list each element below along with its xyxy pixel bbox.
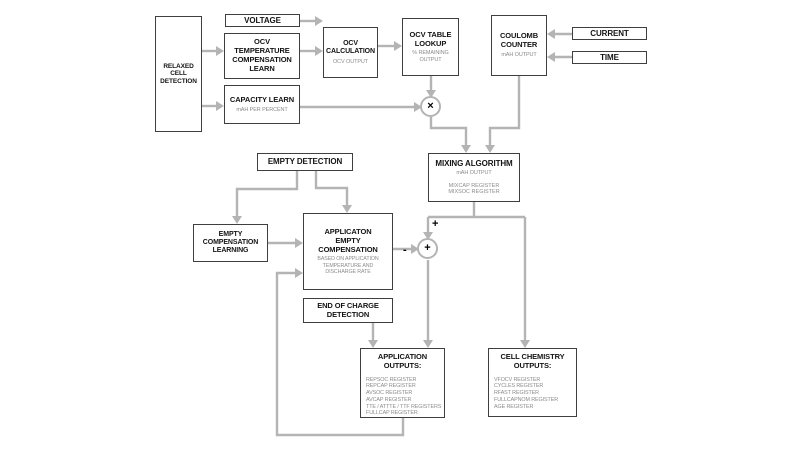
ocv-table-lookup-sublabel: % REMAINING OUTPUT (412, 50, 449, 63)
register-item: AVSOC REGISTER (366, 390, 413, 397)
cell-chemistry-outputs-box: CELL CHEMISTRY OUTPUTS: VFOCV REGISTER C… (488, 348, 577, 417)
coulomb-counter-label: COULOMB COUNTER (499, 31, 539, 50)
application-empty-compensation-sublabel: BASED ON APPLICATION TEMPERATURE AND DIS… (317, 256, 379, 275)
mixing-algorithm-label: MIXING ALGORITHM (435, 159, 513, 169)
cell-chemistry-outputs-label: CELL CHEMISTRY OUTPUTS: (500, 352, 565, 370)
register-item: CYCLES REGISTER (494, 383, 544, 390)
empty-detection-box: EMPTY DETECTION (257, 153, 353, 171)
summation-icon: + (417, 238, 438, 259)
ocv-calculation-sublabel: OCV OUTPUT (332, 58, 369, 65)
empty-compensation-learning-box: EMPTY COMPENSATION LEARNING (193, 224, 268, 262)
ocv-calculation-label: OCV CALCULATION (326, 40, 375, 56)
voltage-box: VOLTAGE (225, 14, 300, 27)
register-item: VFOCV REGISTER (494, 376, 541, 383)
capacity-learn-label: CAPACITY LEARN (229, 94, 295, 104)
register-item: FULLCAPNOM REGISTER (494, 396, 558, 403)
time-box: TIME (572, 51, 647, 64)
application-empty-compensation-label: APPLICATON EMPTY COMPENSATION (318, 226, 378, 254)
time-label: TIME (600, 52, 619, 62)
empty-compensation-learning-label: EMPTY COMPENSATION LEARNING (202, 230, 259, 255)
end-of-charge-detection-box: END OF CHARGE DETECTION (303, 298, 393, 323)
relaxed-cell-detection-box: RELAXED CELL DETECTION (155, 16, 202, 132)
relaxed-cell-detection-label: RELAXED CELL DETECTION (160, 62, 197, 85)
register-item: RFAST REGISTER (494, 390, 539, 397)
ocv-temperature-compensation-learn-box: OCV TEMPERATURE COMPENSATION LEARN (224, 33, 300, 79)
register-item: FULLCAP REGISTER (366, 410, 418, 417)
cell-chemistry-register-list: VFOCV REGISTER CYCLES REGISTER RFAST REG… (489, 377, 576, 411)
register-item: AVCAP REGISTER (366, 396, 412, 403)
register-item: REPCAP REGISTER (366, 383, 416, 390)
application-empty-compensation-box: APPLICATON EMPTY COMPENSATION BASED ON A… (303, 213, 393, 290)
coulomb-counter-box: COULOMB COUNTER mAH OUTPUT (491, 15, 547, 76)
minus-sign-label: - (403, 244, 407, 256)
register-item: AGE REGISTER (494, 403, 534, 410)
current-label: CURRENT (590, 28, 629, 38)
register-item: TTE / ATTTE / TTF REGISTERS (366, 403, 442, 410)
ocv-calculation-box: OCV CALCULATION OCV OUTPUT (323, 27, 378, 78)
application-outputs-box: APPLICATION OUTPUTS: REPSOC REGISTER REP… (360, 348, 445, 418)
mixing-algorithm-registers: MIXCAP REGISTER MIXSOC REGISTER (448, 182, 500, 196)
capacity-learn-sublabel: mAH PER PERCENT (236, 106, 288, 113)
end-of-charge-detection-label: END OF CHARGE DETECTION (317, 300, 379, 319)
multiply-icon: × (420, 96, 441, 117)
current-box: CURRENT (572, 27, 647, 40)
plus-sign-label: + (432, 218, 439, 230)
capacity-learn-box: CAPACITY LEARN mAH PER PERCENT (224, 85, 300, 124)
application-outputs-label: APPLICATION OUTPUTS: (377, 352, 428, 370)
coulomb-counter-sublabel: mAH OUTPUT (501, 52, 537, 59)
application-outputs-register-list: REPSOC REGISTER REPCAP REGISTER AVSOC RE… (361, 377, 444, 418)
mixing-algorithm-sublabel: mAH OUTPUT (456, 170, 492, 177)
mixing-algorithm-box: MIXING ALGORITHM mAH OUTPUT MIXCAP REGIS… (428, 153, 520, 202)
ocv-table-lookup-box: OCV TABLE LOOKUP % REMAINING OUTPUT (402, 18, 459, 76)
ocv-temperature-compensation-learn-label: OCV TEMPERATURE COMPENSATION LEARN (232, 37, 292, 73)
empty-detection-label: EMPTY DETECTION (267, 157, 343, 167)
register-item: REPSOC REGISTER (366, 376, 417, 383)
ocv-table-lookup-label: OCV TABLE LOOKUP (409, 29, 452, 48)
voltage-label: VOLTAGE (244, 15, 281, 25)
